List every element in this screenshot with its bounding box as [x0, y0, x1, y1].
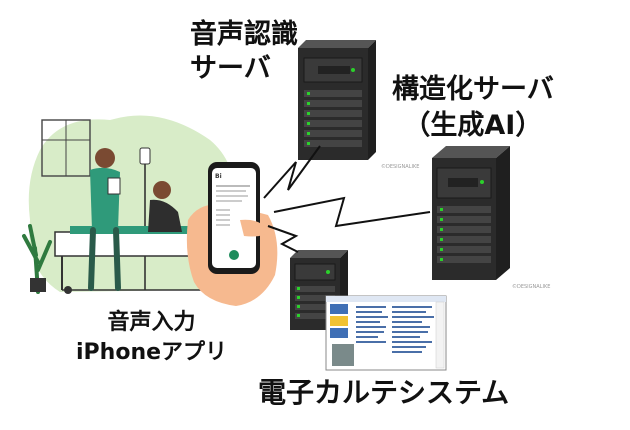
voice-app-label: 音声入力 iPhoneアプリ — [76, 310, 228, 365]
iphone-app-in-hand: Bi — [186, 162, 278, 306]
hospital-scene-illustration — [22, 115, 236, 294]
link-phone-asr — [263, 145, 321, 199]
structuring-server-label: 構造化サーバ （生成AI） — [392, 74, 554, 141]
emr-system-label: 電子カルテシステム — [258, 376, 510, 409]
mic-button-icon — [229, 250, 239, 260]
structuring-server-icon: ©DESIGNALIKE — [432, 146, 550, 290]
watermark-a: ©DESIGNALIKE — [381, 163, 419, 170]
asr-server-label: 音声認識 サーバ — [190, 19, 298, 84]
link-phone-emr — [267, 225, 299, 253]
asr-server-icon: ©DESIGNALIKE — [298, 40, 419, 170]
link-phone-structuring — [273, 196, 431, 228]
watermark-b: ©DESIGNALIKE — [512, 283, 550, 290]
connection-lines — [263, 145, 431, 253]
emr-screenshot — [325, 295, 447, 371]
phone-logo: Bi — [215, 173, 222, 180]
